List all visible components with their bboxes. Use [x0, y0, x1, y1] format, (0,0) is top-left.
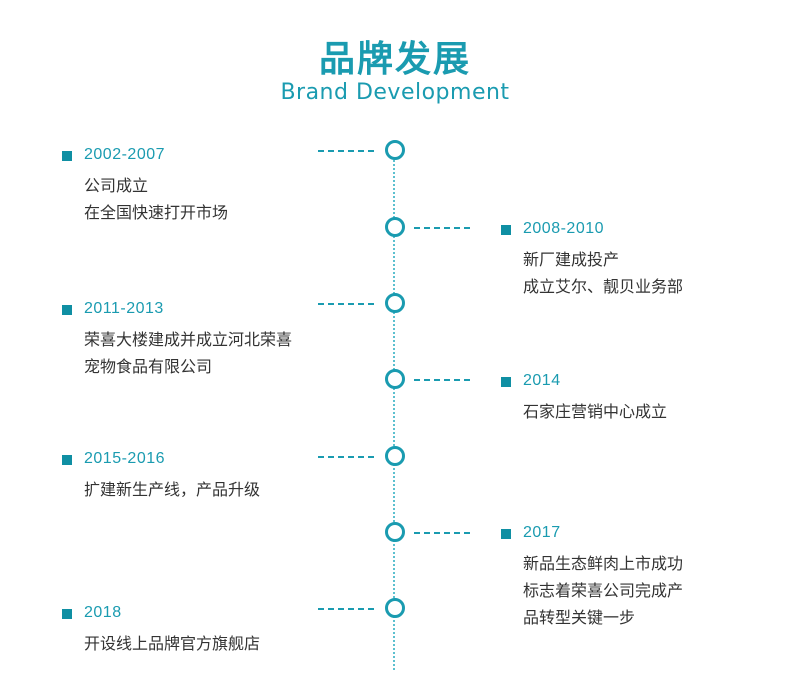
timeline-description: 石家庄营销中心成立	[523, 398, 667, 425]
timeline-node	[385, 369, 405, 389]
timeline-line: 新品生态鲜肉上市成功	[523, 554, 684, 573]
square-bullet-icon	[62, 455, 72, 465]
timeline-year: 2008-2010	[523, 220, 605, 237]
timeline-year: 2011-2013	[84, 300, 164, 317]
timeline-year: 2015-2016	[84, 450, 166, 467]
timeline-line: 荣喜大楼建成并成立河北荣喜	[84, 330, 293, 349]
timeline-line: 开设线上品牌官方旗舰店	[84, 634, 261, 653]
timeline-description: 扩建新生产线，产品升级	[84, 476, 260, 503]
timeline-year: 2002-2007	[84, 146, 166, 163]
timeline-line: 石家庄营销中心成立	[523, 402, 668, 421]
timeline-line: 成立艾尔、靓贝业务部	[523, 277, 684, 296]
timeline-node	[385, 140, 405, 160]
timeline-connector	[414, 532, 470, 534]
timeline-node	[385, 598, 405, 618]
timeline-year: 2014	[523, 372, 561, 389]
timeline-line: 宠物食品有限公司	[84, 357, 213, 376]
timeline-line: 品转型关键一步	[523, 608, 636, 627]
timeline-line: 标志着荣喜公司完成产	[523, 581, 684, 600]
timeline-line: 公司成立	[84, 176, 149, 195]
timeline-connector	[318, 608, 374, 610]
timeline-year: 2018	[84, 604, 122, 621]
square-bullet-icon	[62, 151, 72, 161]
square-bullet-icon	[501, 225, 511, 235]
timeline-connector	[414, 379, 470, 381]
timeline-connector	[414, 227, 470, 229]
timeline-line: 新厂建成投产	[523, 250, 620, 269]
timeline-year: 2017	[523, 524, 561, 541]
page-subtitle: Brand Development	[280, 80, 510, 105]
timeline-description: 开设线上品牌官方旗舰店	[84, 630, 260, 657]
square-bullet-icon	[62, 609, 72, 619]
timeline-node	[385, 522, 405, 542]
square-bullet-icon	[501, 377, 511, 387]
page-title: 品牌发展	[318, 39, 471, 80]
timeline-connector	[318, 303, 374, 305]
timeline-node	[385, 446, 405, 466]
square-bullet-icon	[62, 305, 72, 315]
timeline-connector	[318, 150, 374, 152]
timeline-connector	[318, 456, 374, 458]
timeline-description: 公司成立 在全国快速打开市场	[84, 172, 228, 226]
timeline-axis	[393, 160, 395, 670]
timeline-description: 荣喜大楼建成并成立河北荣喜 宠物食品有限公司	[84, 326, 292, 380]
timeline-description: 新厂建成投产 成立艾尔、靓贝业务部	[523, 246, 683, 300]
timeline-line: 扩建新生产线，产品升级	[84, 480, 261, 499]
timeline-description: 新品生态鲜肉上市成功 标志着荣喜公司完成产 品转型关键一步	[523, 550, 683, 631]
timeline-line: 在全国快速打开市场	[84, 203, 229, 222]
timeline-node	[385, 293, 405, 313]
timeline-node	[385, 217, 405, 237]
square-bullet-icon	[501, 529, 511, 539]
